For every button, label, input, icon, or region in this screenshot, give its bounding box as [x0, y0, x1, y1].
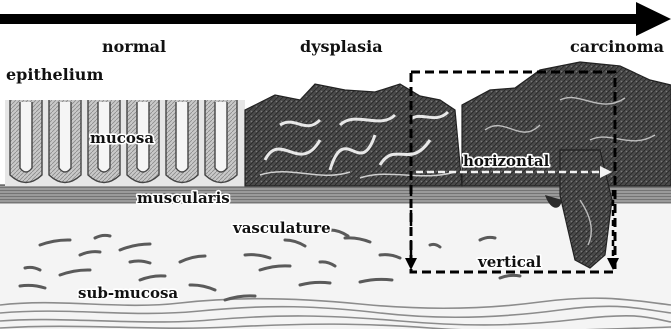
stage-label-carcinoma: carcinoma	[570, 37, 664, 56]
label-muscularis: muscularis	[137, 189, 230, 207]
progression-arrow	[0, 2, 671, 36]
crypt-lumen	[176, 102, 188, 172]
label-horizontal: horizontal	[463, 152, 550, 170]
label-vertical: vertical	[477, 253, 542, 271]
stage-label-dysplasia: dysplasia	[300, 37, 383, 56]
dysplasia-region	[245, 84, 462, 186]
label-vasculature: vasculature	[232, 219, 331, 237]
crypt-lumen	[215, 102, 227, 172]
crypt-lumen	[20, 102, 32, 172]
crypt-lumen	[59, 102, 71, 172]
label-sub-mucosa: sub-mucosa	[78, 284, 178, 302]
stage-label-normal: normal	[102, 37, 166, 56]
label-mucosa: mucosa	[90, 129, 154, 147]
label-epithelium: epithelium	[6, 65, 103, 84]
